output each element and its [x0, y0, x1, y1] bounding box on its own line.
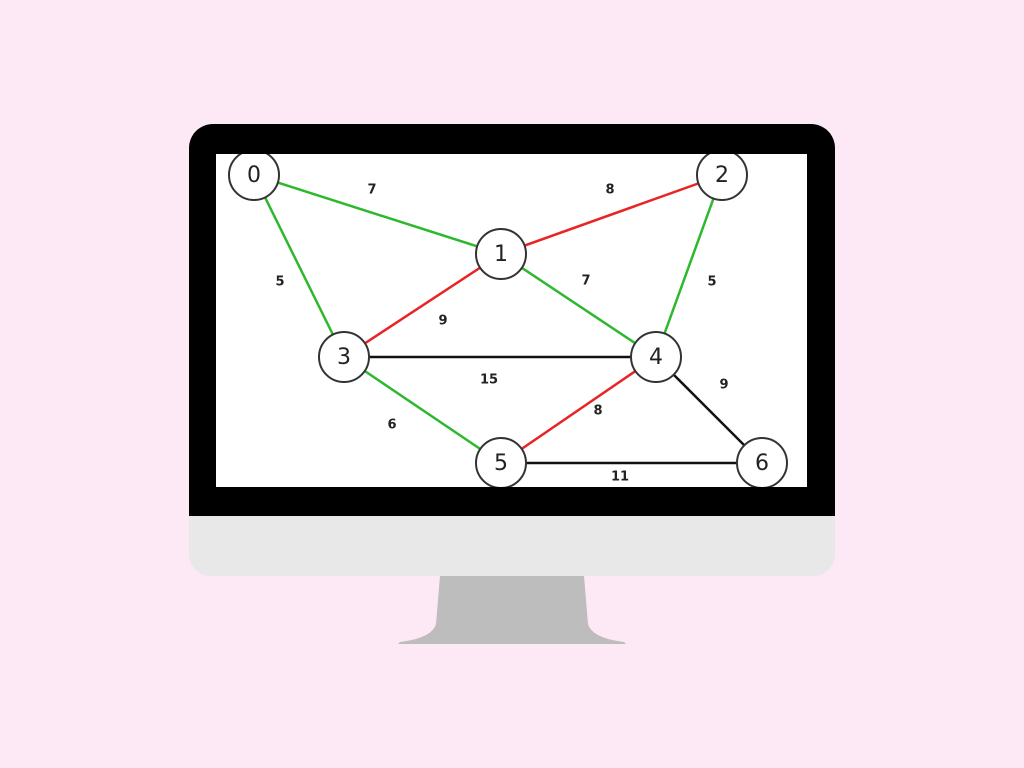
edge-weight-5-6: 11 [611, 470, 629, 485]
edge-weight-2-4: 5 [707, 275, 716, 290]
edge-1-2 [500, 173, 723, 256]
node-0: 0 [228, 154, 280, 201]
node-label-4: 4 [649, 345, 663, 370]
monitor-screen: 7 8 5 9 7 5 15 6 8 9 11 0 1 2 3 4 5 6 [216, 154, 807, 487]
node-circle-1 [475, 228, 527, 280]
edge-1-4 [500, 252, 657, 359]
node-circle-0 [228, 154, 280, 201]
edge-weight-4-5: 8 [593, 404, 602, 419]
nodes-layer: 0 1 2 3 4 5 6 [228, 154, 788, 487]
node-label-0: 0 [247, 163, 261, 188]
node-6: 6 [736, 437, 788, 487]
node-3: 3 [318, 331, 370, 383]
node-label-5: 5 [494, 451, 508, 476]
edge-weight-0-1: 7 [367, 183, 376, 198]
edge-weight-1-2: 8 [605, 183, 614, 198]
edge-weight-4-6: 9 [719, 378, 728, 393]
node-4: 4 [630, 331, 682, 383]
node-label-1: 1 [494, 242, 508, 267]
edge-0-3 [252, 174, 346, 358]
edge-2-4 [654, 174, 724, 358]
node-circle-2 [696, 154, 748, 201]
edge-0-1 [253, 173, 502, 256]
edges-layer [252, 173, 763, 465]
edge-1-3 [343, 252, 502, 359]
node-2: 2 [696, 154, 748, 201]
monitor-chin [189, 516, 835, 576]
node-5: 5 [475, 437, 527, 487]
edge-4-5 [500, 355, 657, 465]
edge-weight-1-4: 7 [581, 274, 590, 289]
weighted-graph-diagram: 7 8 5 9 7 5 15 6 8 9 11 0 1 2 3 4 5 6 [228, 154, 788, 487]
edge-weight-1-3: 9 [438, 314, 447, 329]
node-label-2: 2 [715, 163, 729, 188]
node-label-6: 6 [755, 451, 769, 476]
node-circle-3 [318, 331, 370, 383]
node-label-3: 3 [337, 345, 351, 370]
node-circle-4 [630, 331, 682, 383]
node-circle-5 [475, 437, 527, 487]
edge-weight-3-5: 6 [387, 418, 396, 433]
edge-weight-3-4: 15 [480, 373, 498, 388]
monitor-stand [398, 576, 626, 644]
edge-weight-0-3: 5 [275, 275, 284, 290]
node-1: 1 [475, 228, 527, 280]
edge-3-5 [343, 355, 502, 465]
node-circle-6 [736, 437, 788, 487]
